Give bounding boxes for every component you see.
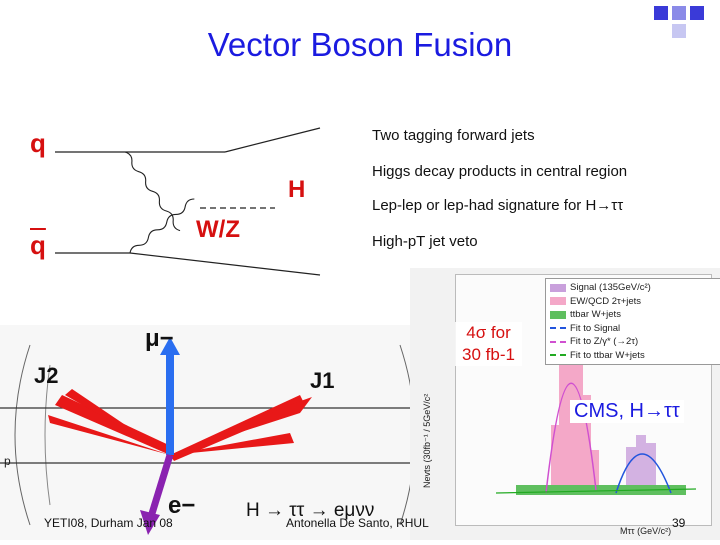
footer-author: Antonella De Santo, RHUL [286, 516, 429, 530]
bullet-signature: Lep-lep or lep-had signature for H→ττ [372, 197, 624, 214]
quark-line-bottom-out [129, 252, 321, 276]
jet2-arrow [55, 395, 173, 455]
corner-decoration [654, 6, 714, 46]
detector-arc-left [14, 344, 31, 526]
bullet-jet-veto: High-pT jet veto [372, 233, 478, 250]
jet2-text: J2 [34, 363, 59, 388]
slide-title: Vector Boson Fusion [207, 26, 513, 63]
electron-arrow [146, 453, 174, 522]
bullet-central-decay: Higgs decay products in central region [372, 163, 628, 180]
jet2-label: J2 [34, 363, 58, 389]
boson-label: W/Z [196, 216, 240, 243]
quark-label-top: q [30, 128, 46, 158]
legend-item: Fit to ttbar W+jets [550, 349, 720, 363]
legend-item: Signal (135GeV/c²) [550, 281, 720, 295]
event-display: p p [0, 325, 430, 540]
plot-ylabel: Nevts (30fb⁻¹ / 5GeV/c² [422, 393, 432, 488]
boson-wave-bottom [129, 198, 195, 254]
decay-chain-label: H → ττ → eμνν [246, 500, 375, 521]
higgs-label: H [288, 176, 306, 203]
legend-item: EW/QCD 2τ+jets [550, 295, 720, 309]
event-graphic: p p [0, 325, 430, 540]
cms-label: CMS, H→ττ [570, 400, 684, 423]
footer-event: YETI08, Durham Jan 08 [44, 516, 173, 530]
significance-label: 4σ for 30 fb-1 [455, 322, 522, 366]
detector-arc-inner [44, 364, 51, 506]
boson-wave-top [124, 151, 181, 232]
electron-label: e− [168, 492, 196, 519]
beam-label-left: p [4, 454, 11, 468]
muon-label: μ− [145, 325, 174, 352]
feynman-lines [55, 127, 321, 276]
bullet-forward-jets: Two tagging forward jets [372, 127, 535, 144]
feynman-diagram: q q W/Z H [0, 100, 360, 280]
page-number: 39 [672, 516, 686, 530]
jet1-label: J1 [310, 368, 335, 393]
legend-item: Fit to Signal [550, 322, 720, 336]
quark-line-top-out [224, 127, 321, 153]
quark-label-bottom: q [30, 230, 46, 260]
legend-item: ttbar W+jets [550, 308, 720, 322]
legend-item: Fit to Z/γ* (→2τ) [550, 335, 720, 349]
plot-xlabel: Mττ (GeV/c²) [620, 526, 672, 536]
plot-legend: Signal (135GeV/c²) EW/QCD 2τ+jets ttbar … [545, 278, 720, 365]
